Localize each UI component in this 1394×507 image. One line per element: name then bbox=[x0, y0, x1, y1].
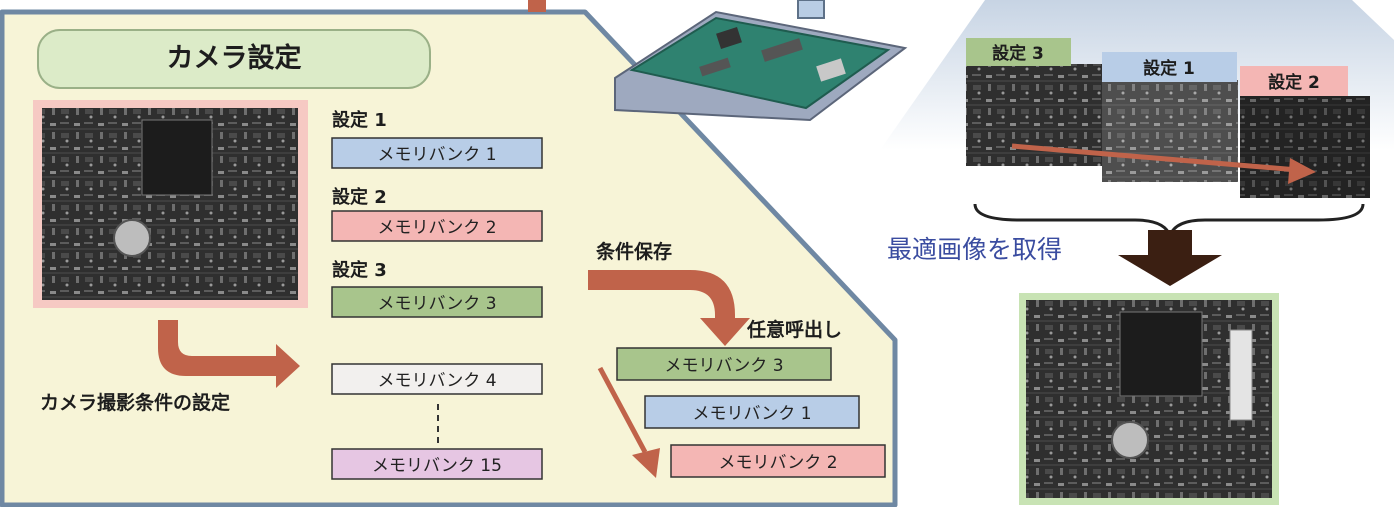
save-arrow bbox=[588, 270, 750, 346]
setting-label-1: 設定 1 bbox=[332, 109, 387, 131]
camera-condition-label: カメラ撮影条件の設定 bbox=[40, 391, 230, 414]
recalled-bank-1-label: メモリバンク 1 bbox=[692, 404, 811, 424]
memory-bank-4-label: メモリバンク 4 bbox=[377, 371, 496, 391]
capture-image-3 bbox=[1240, 96, 1370, 198]
capture-sequence-head bbox=[1288, 158, 1316, 184]
memory-bank-15-label: メモリバンク 15 bbox=[372, 456, 502, 476]
pcb-chip bbox=[141, 119, 213, 196]
recalled-bank-2-label: メモリバンク 2 bbox=[718, 453, 837, 473]
memory-bank-2-label: メモリバンク 2 bbox=[377, 218, 496, 238]
capture-tag-3 bbox=[1240, 66, 1348, 96]
setting-label-3: 設定 3 bbox=[332, 259, 387, 281]
capture-sequence-shaft bbox=[1011, 143, 1299, 173]
memory-bank-2 bbox=[331, 210, 543, 242]
capture-tag-1-label: 設定 3 bbox=[992, 43, 1044, 64]
recall-label: 任意呼出し bbox=[746, 318, 842, 341]
memory-bank-1 bbox=[331, 137, 543, 169]
recalled-bank-2 bbox=[670, 444, 886, 478]
result-arrow bbox=[1118, 230, 1222, 286]
recall-diagonal-shaft bbox=[597, 366, 648, 454]
recalled-bank-3 bbox=[616, 347, 832, 381]
setting-label-2: 設定 2 bbox=[332, 186, 387, 208]
result-image-chip bbox=[1119, 311, 1203, 397]
memory-bank-4 bbox=[331, 363, 543, 395]
capture-tag-2 bbox=[1102, 52, 1237, 82]
capture-image-3-tint bbox=[1240, 96, 1370, 198]
save-label: 条件保存 bbox=[596, 240, 672, 263]
camera-condition-arrow bbox=[158, 320, 300, 388]
recalled-bank-3-label: メモリバンク 3 bbox=[664, 356, 783, 376]
capture-tag-1 bbox=[966, 38, 1071, 66]
camera-board-chip bbox=[716, 26, 742, 50]
memory-bank-3-label: メモリバンク 3 bbox=[377, 294, 496, 314]
camera-title: カメラ設定 bbox=[167, 42, 302, 74]
result-label: 最適画像を取得 bbox=[887, 235, 1062, 264]
capture-image-2-tint bbox=[1102, 80, 1238, 182]
recalled-bank-1 bbox=[644, 395, 860, 429]
capture-tag-2-label: 設定 1 bbox=[1143, 58, 1195, 79]
result-image-connector bbox=[1229, 329, 1253, 421]
recall-diagonal-head bbox=[632, 448, 660, 478]
memory-bank-3 bbox=[331, 286, 543, 318]
pcb-capacitor bbox=[113, 219, 151, 257]
camera-board-chip-2 bbox=[761, 38, 803, 62]
camera-board-connector bbox=[816, 58, 846, 82]
memory-bank-1-label: メモリバンク 1 bbox=[377, 145, 496, 165]
camera-board-top bbox=[629, 16, 891, 110]
top-arrow-stub bbox=[528, 0, 546, 12]
memory-bank-15 bbox=[331, 448, 543, 480]
capture-tag-3-label: 設定 2 bbox=[1268, 72, 1320, 93]
result-image-capacitor bbox=[1111, 421, 1149, 459]
camera-mount-column bbox=[797, 0, 825, 19]
camera-board-chip-3 bbox=[699, 57, 731, 77]
camera-title-pill bbox=[37, 29, 431, 89]
